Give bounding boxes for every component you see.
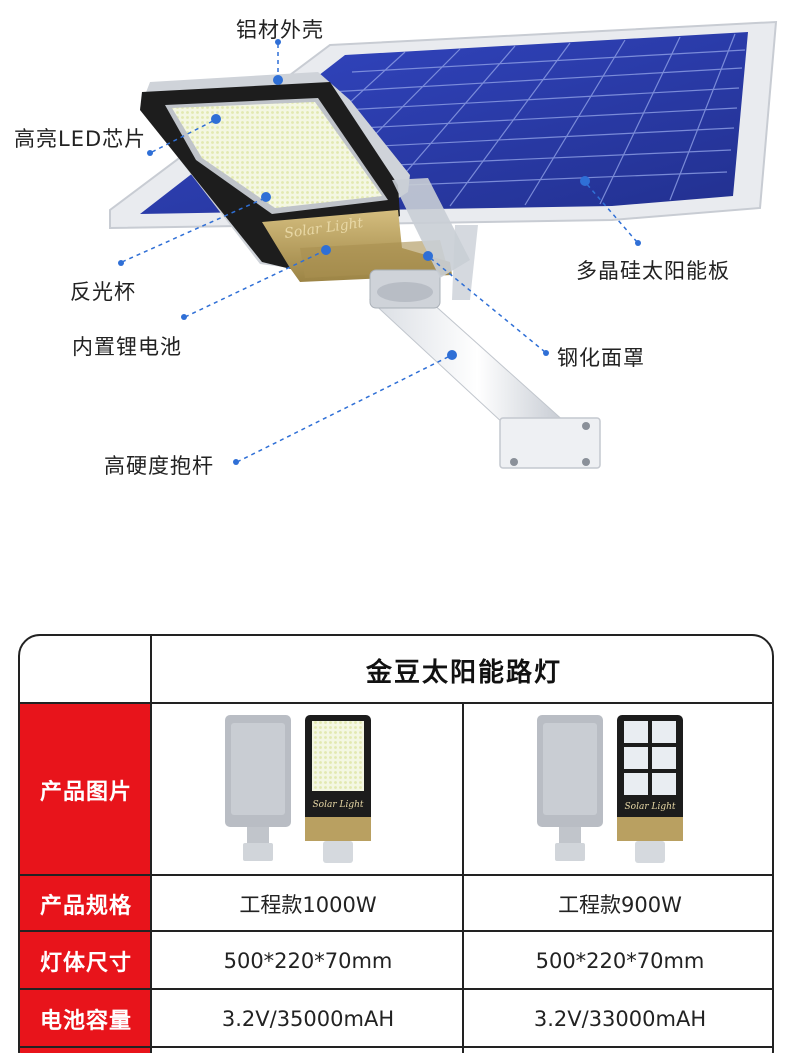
- row-label-size: 灯体尺寸: [20, 932, 152, 990]
- table-divider: [20, 874, 772, 876]
- lamp-thumbnail-1000w: Solar Light: [225, 715, 371, 863]
- lamp-thumbnail-900w: Solar Light: [537, 715, 683, 863]
- callout-battery: 内置锂电池: [72, 335, 182, 359]
- callout-aluminum-shell: 铝材外壳: [236, 18, 324, 42]
- callout-led-chip: 高亮LED芯片: [14, 127, 147, 151]
- row-label-next: [20, 1048, 152, 1053]
- size-value-900w: 500*220*70mm: [535, 949, 705, 973]
- battery-value-900w: 3.2V/33000mAH: [533, 1007, 707, 1031]
- table-divider: [20, 930, 772, 932]
- product-picture-1000w: Solar Light: [152, 704, 464, 876]
- row-label-battery: 电池容量: [20, 990, 152, 1048]
- spec-value-900w: 工程款900W: [558, 893, 682, 917]
- spec-value-1000w: 工程款1000W: [239, 893, 377, 917]
- callout-dots: [118, 39, 641, 465]
- callout-lines: [121, 44, 638, 463]
- size-value-1000w: 500*220*70mm: [223, 949, 393, 973]
- solar-street-light-drawing: Solar Light: [109, 20, 778, 469]
- thumb-brand-text-1000w: Solar Light: [312, 800, 363, 810]
- lamp-head: Solar Light: [140, 72, 470, 309]
- product-illustration: Solar Light: [14, 18, 778, 478]
- table-divider: [20, 988, 772, 990]
- battery-value-1000w: 3.2V/35000mAH: [221, 1007, 395, 1031]
- row-label-picture: 产品图片: [20, 704, 152, 876]
- table-divider: [462, 704, 464, 1053]
- spec-table: 金豆太阳能路灯 产品图片 产品规格 灯体尺寸 电池容量 Solar Light: [18, 634, 774, 1053]
- table-divider: [20, 702, 772, 704]
- product-picture-900w: Solar Light: [464, 704, 772, 876]
- callout-pole: 高硬度抱杆: [104, 454, 214, 478]
- thumb-brand-text-900w: Solar Light: [624, 802, 675, 812]
- callout-reflector: 反光杯: [70, 280, 136, 304]
- table-divider: [20, 1046, 772, 1048]
- callout-solar-panel: 多晶硅太阳能板: [576, 259, 730, 283]
- callout-tempered-cover: 钢化面罩: [557, 346, 645, 370]
- table-title: 金豆太阳能路灯: [365, 657, 562, 688]
- table-divider: [150, 636, 152, 1053]
- row-label-spec: 产品规格: [20, 876, 152, 932]
